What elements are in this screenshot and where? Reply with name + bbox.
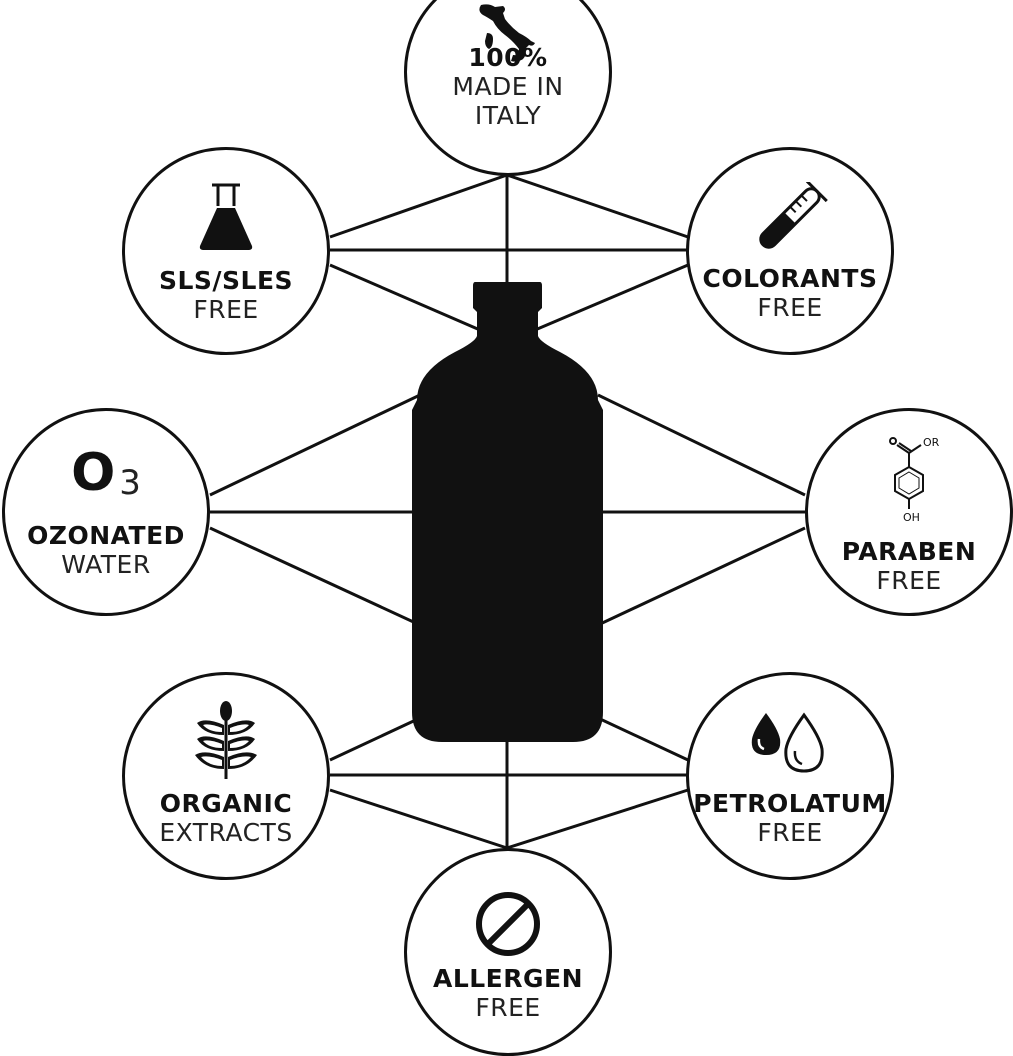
badge-allergen-free: ALLERGEN FREE [404, 848, 612, 1056]
petrolatum-line1: PETROLATUM [693, 789, 887, 818]
allergen-line1: ALLERGEN [432, 964, 584, 993]
organic-line2: EXTRACTS [159, 818, 293, 847]
test-tube-icon [689, 182, 891, 254]
badge-colorants-free: COLORANTS FREE [686, 147, 894, 355]
sls-line1: SLS/SLES [158, 266, 294, 295]
bottle-silhouette [412, 282, 603, 742]
italy-line3: ITALY [474, 101, 542, 130]
organic-line1: ORGANIC [159, 789, 293, 818]
connector-network [209, 173, 806, 850]
italy-line2: MADE IN [452, 72, 564, 101]
colorants-line2: FREE [757, 293, 823, 322]
petrolatum-line2: FREE [757, 818, 823, 847]
ozone-symbol: O [71, 443, 116, 503]
ozonated-line2: WATER [61, 550, 151, 579]
ozonated-line1: OZONATED [27, 521, 185, 550]
badge-paraben-free: OR OH PARABEN FREE [805, 408, 1013, 616]
paraben-chem-bottom: OH [903, 511, 920, 523]
ozone-subscript: 3 [119, 463, 141, 503]
flask-icon [125, 182, 327, 254]
badge-sls-sles-free: SLS/SLES FREE [122, 147, 330, 355]
wheat-icon [125, 701, 327, 779]
paraben-molecule-icon: OR OH [808, 427, 1010, 523]
badge-made-in-italy: 100% MADE IN ITALY [404, 0, 612, 176]
allergen-line2: FREE [475, 993, 541, 1022]
colorants-line1: COLORANTS [702, 264, 878, 293]
paraben-line2: FREE [876, 566, 942, 595]
italy-line1: 100% [468, 43, 548, 72]
paraben-line1: PARABEN [841, 537, 977, 566]
ozone-symbol-icon: O 3 [5, 443, 207, 523]
italy-map-icon [407, 3, 609, 63]
sls-line2: FREE [193, 295, 259, 324]
drops-icon [689, 709, 891, 779]
prohibited-icon [407, 889, 609, 959]
badge-organic-extracts: ORGANIC EXTRACTS [122, 672, 330, 880]
badge-petrolatum-free: PETROLATUM FREE [686, 672, 894, 880]
connector-lines [209, 173, 806, 850]
paraben-chem-top: OR [923, 436, 940, 449]
badge-ozonated-water: O 3 OZONATED WATER [2, 408, 210, 616]
